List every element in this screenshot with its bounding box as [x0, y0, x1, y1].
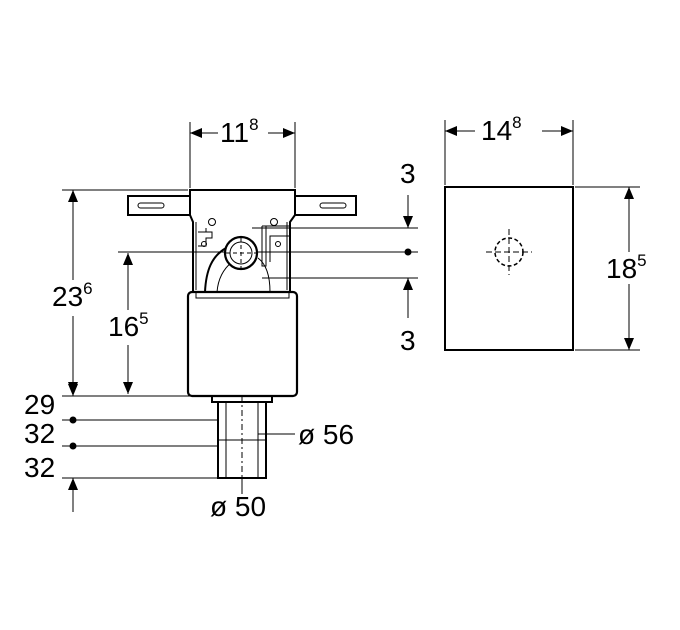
dimension-height-plate: 185: [575, 186, 647, 351]
hose-clamp-left: [198, 228, 213, 247]
drain-body-front-view: [127, 189, 357, 490]
screw-hole: [208, 218, 216, 226]
svg-text:118: 118: [220, 115, 259, 148]
dim-width-body-sup: 8: [249, 115, 258, 134]
svg-text:236: 236: [52, 279, 93, 312]
dim-spacing-3: 32: [24, 452, 55, 483]
dimension-outlet-stack: 29 32 32: [24, 380, 78, 512]
dimension-offset: 3 3: [252, 158, 418, 356]
dim-diameter-outer: ø 56: [298, 419, 354, 450]
dim-total-height-main: 23: [52, 281, 83, 312]
dim-offset-bottom: 3: [400, 325, 416, 356]
dimension-centre-height: 165: [108, 253, 149, 394]
pipe-elbow-right: [257, 257, 271, 293]
pipe-elbow: [204, 247, 227, 293]
cover-plate-view: [444, 186, 574, 351]
svg-text:165: 165: [108, 309, 149, 342]
dimension-width-body: 118: [189, 115, 296, 188]
lower-housing: [186, 290, 299, 398]
dim-total-height-sup: 6: [83, 279, 92, 298]
dimension-diameters: ø 56 ø 50: [210, 419, 354, 522]
svg-text:185: 185: [606, 251, 647, 284]
dimension-total-height: 236: [52, 190, 93, 394]
dim-offset-top: 3: [400, 158, 416, 189]
dimension-width-plate: 148: [444, 113, 574, 185]
dim-spacing-1: 29: [24, 389, 55, 420]
cover-plate-centre-mark: [486, 229, 532, 275]
dim-height-plate-main: 18: [606, 253, 637, 284]
dim-height-plate-sup: 5: [637, 251, 646, 270]
screw-hole: [275, 241, 281, 247]
dim-width-body-main: 11: [220, 117, 249, 148]
housing-ledge: [195, 292, 290, 299]
dim-centre-height-sup: 5: [139, 309, 148, 328]
upper-frame-inner: [195, 222, 288, 290]
hose-clamp-right: [261, 225, 291, 267]
extension-lines-left: [62, 189, 225, 479]
dim-spacing-2: 32: [24, 418, 55, 449]
svg-text:148: 148: [481, 113, 522, 146]
outlet-centre-mark: [226, 238, 256, 268]
bracket-slot-left: [137, 202, 165, 209]
dim-diameter-inner: ø 50: [210, 491, 266, 522]
dim-centre-height-main: 16: [108, 311, 139, 342]
bracket-slot-right: [319, 202, 347, 209]
dim-width-plate-main: 14: [481, 115, 512, 146]
dim-width-plate-sup: 8: [512, 113, 521, 132]
